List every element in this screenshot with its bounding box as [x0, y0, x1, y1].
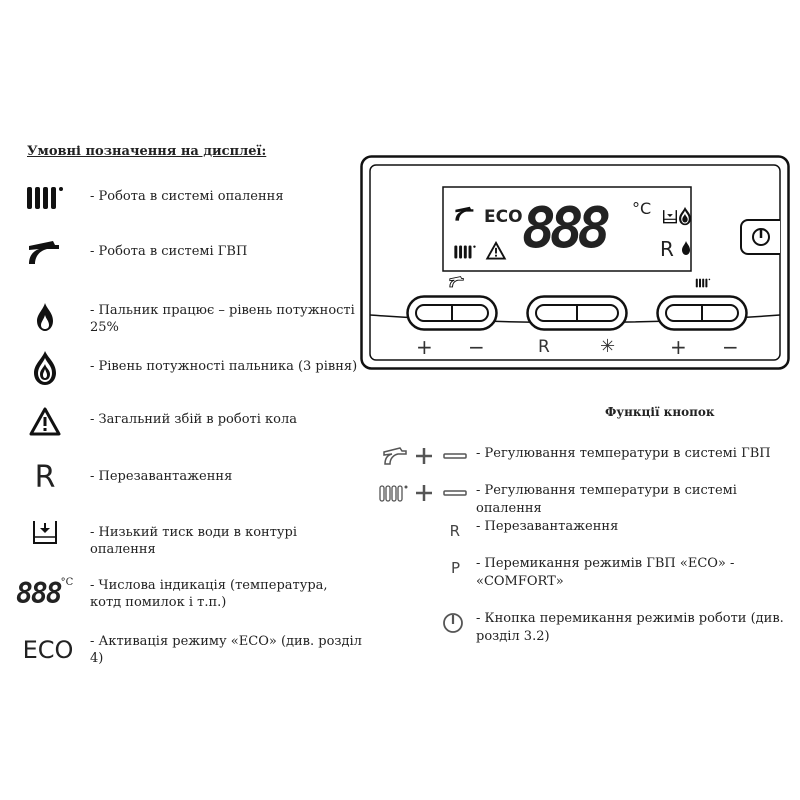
functions-title: Функції кнопок	[605, 405, 715, 419]
legend-text: - Пальник працює – рівень потужності 25%	[90, 303, 355, 335]
power-icon	[752, 228, 770, 246]
legend-row-digits: 888 °C - Числова індикація (температура,…	[14, 573, 359, 613]
display-radiator-icon	[452, 243, 478, 261]
function-text: - Регулювання температури в системі опал…	[476, 483, 737, 516]
reset-mode-rocker[interactable]	[526, 295, 628, 331]
legend-row-reset: R - Перезавантаження	[14, 457, 359, 497]
flame-levels-icon	[14, 348, 76, 388]
legend-text: - Рівень потужності пальника (3 рівня)	[90, 359, 358, 374]
heating-plus-button[interactable]: +	[670, 335, 687, 359]
display-flame-levels-icon	[678, 205, 692, 227]
display-digits: 888	[522, 196, 611, 261]
function-text: - Регулювання температури в системі ГВП	[476, 446, 771, 461]
legend-text: - Загальний збій в роботі кола	[90, 412, 297, 427]
display-flame-small-icon	[680, 239, 692, 257]
reset-r-icon: R	[449, 522, 460, 540]
display-tap-icon	[452, 205, 478, 223]
heating-plus-minus-icon	[378, 480, 472, 506]
power-button[interactable]	[740, 219, 780, 255]
legend-row-flame-25: - Пальник працює – рівень потужності 25%	[14, 297, 359, 337]
reset-button[interactable]: R	[538, 337, 550, 357]
heating-buttons-radiator-icon	[694, 277, 712, 289]
legend-text: - Низький тиск води в контурі опалення	[90, 525, 298, 557]
dhw-plus-minus-icon	[378, 443, 472, 469]
flame-small-icon	[14, 297, 76, 337]
display-low-pressure-icon	[662, 209, 678, 225]
legend-row-eco: ECO - Активація режиму «ECO» (див. розді…	[14, 630, 362, 670]
display-unit: °C	[632, 199, 652, 218]
legend-row-flame-levels: - Рівень потужності пальника (3 рівня)	[14, 348, 359, 388]
radiator-icon	[14, 178, 76, 218]
function-text: - Перемикання режимів ГВП «ECO» - «COMFO…	[476, 556, 735, 589]
legend-text: - Робота в системі опалення	[90, 189, 284, 204]
tap-icon	[14, 233, 76, 273]
legend-row-heating: - Робота в системі опалення	[14, 178, 359, 218]
dhw-buttons-tap-icon	[448, 275, 466, 289]
legend-row-low-pressure: - Низький тиск води в контурі опалення	[14, 513, 359, 557]
p-icon: P	[450, 559, 460, 577]
dhw-plus-button[interactable]: +	[416, 335, 433, 359]
legend-row-dhw: - Робота в системі ГВП	[14, 233, 359, 273]
legend-text: - Робота в системі ГВП	[90, 244, 248, 259]
dhw-rocker[interactable]	[406, 295, 498, 331]
legend-text: - Перезавантаження	[90, 469, 233, 484]
display-reset-r: R	[660, 237, 674, 261]
heating-rocker[interactable]	[656, 295, 748, 331]
reset-r-icon: R	[34, 459, 56, 495]
legend-text: - Числова індикація (температура, котд п…	[90, 578, 328, 610]
control-panel: ECO 888 °C R	[360, 155, 790, 370]
function-text: - Перезавантаження	[476, 519, 619, 534]
legend-row-warning: - Загальний збій в роботі кола	[14, 402, 359, 442]
display-warning-icon	[485, 241, 507, 261]
legend-title: Умовні позначення на дисплеї:	[27, 144, 267, 159]
warning-icon	[14, 402, 76, 442]
function-text: - Кнопка перемикання режимів роботи (див…	[476, 611, 784, 644]
legend-text: - Активація режиму «ECO» (див. розділ 4)	[90, 634, 362, 666]
dhw-minus-button[interactable]: −	[468, 335, 485, 359]
digits-icon: 888 °C	[16, 576, 74, 610]
display-eco: ECO	[484, 207, 523, 227]
mode-button[interactable]: ✳	[600, 336, 616, 357]
heating-minus-button[interactable]: −	[722, 335, 739, 359]
power-icon	[378, 610, 464, 636]
eco-icon: ECO	[22, 636, 74, 664]
low-pressure-icon	[14, 513, 76, 553]
